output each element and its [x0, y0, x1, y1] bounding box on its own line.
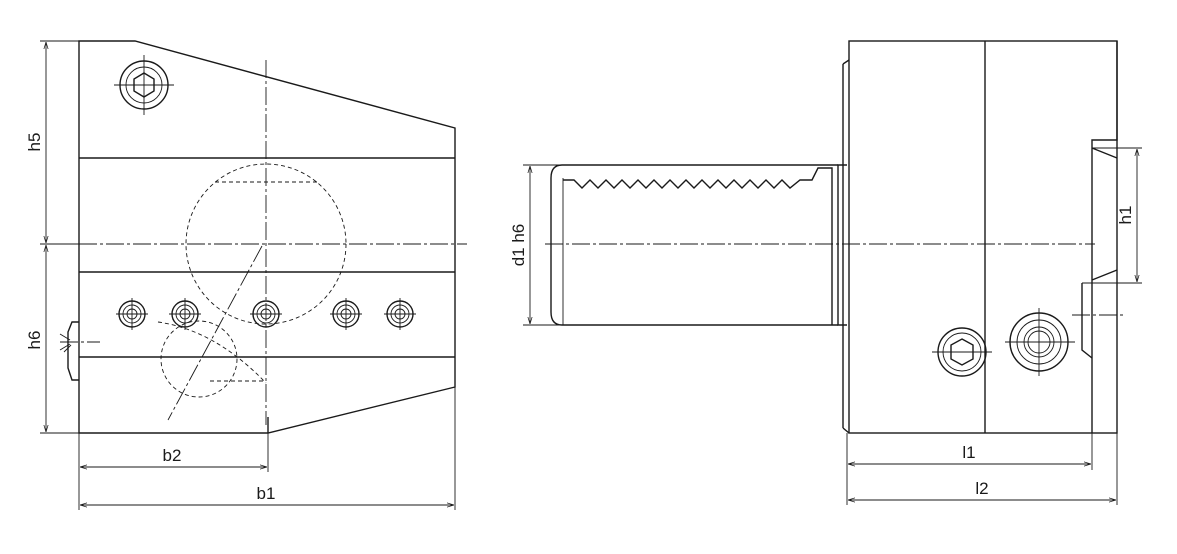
label-h6: h6: [25, 331, 44, 350]
clamp-screw-icon: [250, 300, 282, 328]
clamp-screw-icon: [384, 298, 416, 330]
diagonal-centerline: [167, 245, 263, 421]
coolant-nozzle-icon: [59, 321, 100, 381]
body-flange: [842, 59, 850, 65]
label-b1: b1: [257, 484, 276, 503]
side-pocket: [1081, 283, 1093, 359]
serration-teeth: [563, 167, 833, 325]
hex-socket-screw-top: [114, 55, 174, 115]
clamp-screw-icon: [169, 298, 201, 330]
screw-row: [116, 298, 416, 330]
coolant-screw-side: [1005, 308, 1075, 376]
body-flange: [842, 427, 850, 434]
front-body-outline: [78, 40, 456, 434]
shank-body: [550, 164, 838, 326]
side-body-outline: [848, 40, 1118, 434]
label-d1h6: d1 h6: [509, 224, 528, 267]
hidden-small-circle: [160, 320, 238, 398]
label-h1: h1: [1116, 206, 1135, 225]
hidden-arc: [157, 321, 267, 384]
clamp-screw-icon: [330, 298, 362, 330]
label-b2: b2: [163, 446, 182, 465]
hidden-bore-circle: [185, 163, 347, 325]
label-l1: l1: [962, 443, 975, 462]
side-step: [1091, 41, 1118, 433]
clamp-screw-icon: [116, 298, 148, 330]
label-h5: h5: [25, 133, 44, 152]
side-view: d1 h6 h1 l1 l2: [509, 40, 1142, 505]
front-view: h5 h6 b2 b1: [25, 40, 467, 510]
label-l2: l2: [975, 479, 988, 498]
hex-socket-screw-side: [932, 327, 992, 377]
